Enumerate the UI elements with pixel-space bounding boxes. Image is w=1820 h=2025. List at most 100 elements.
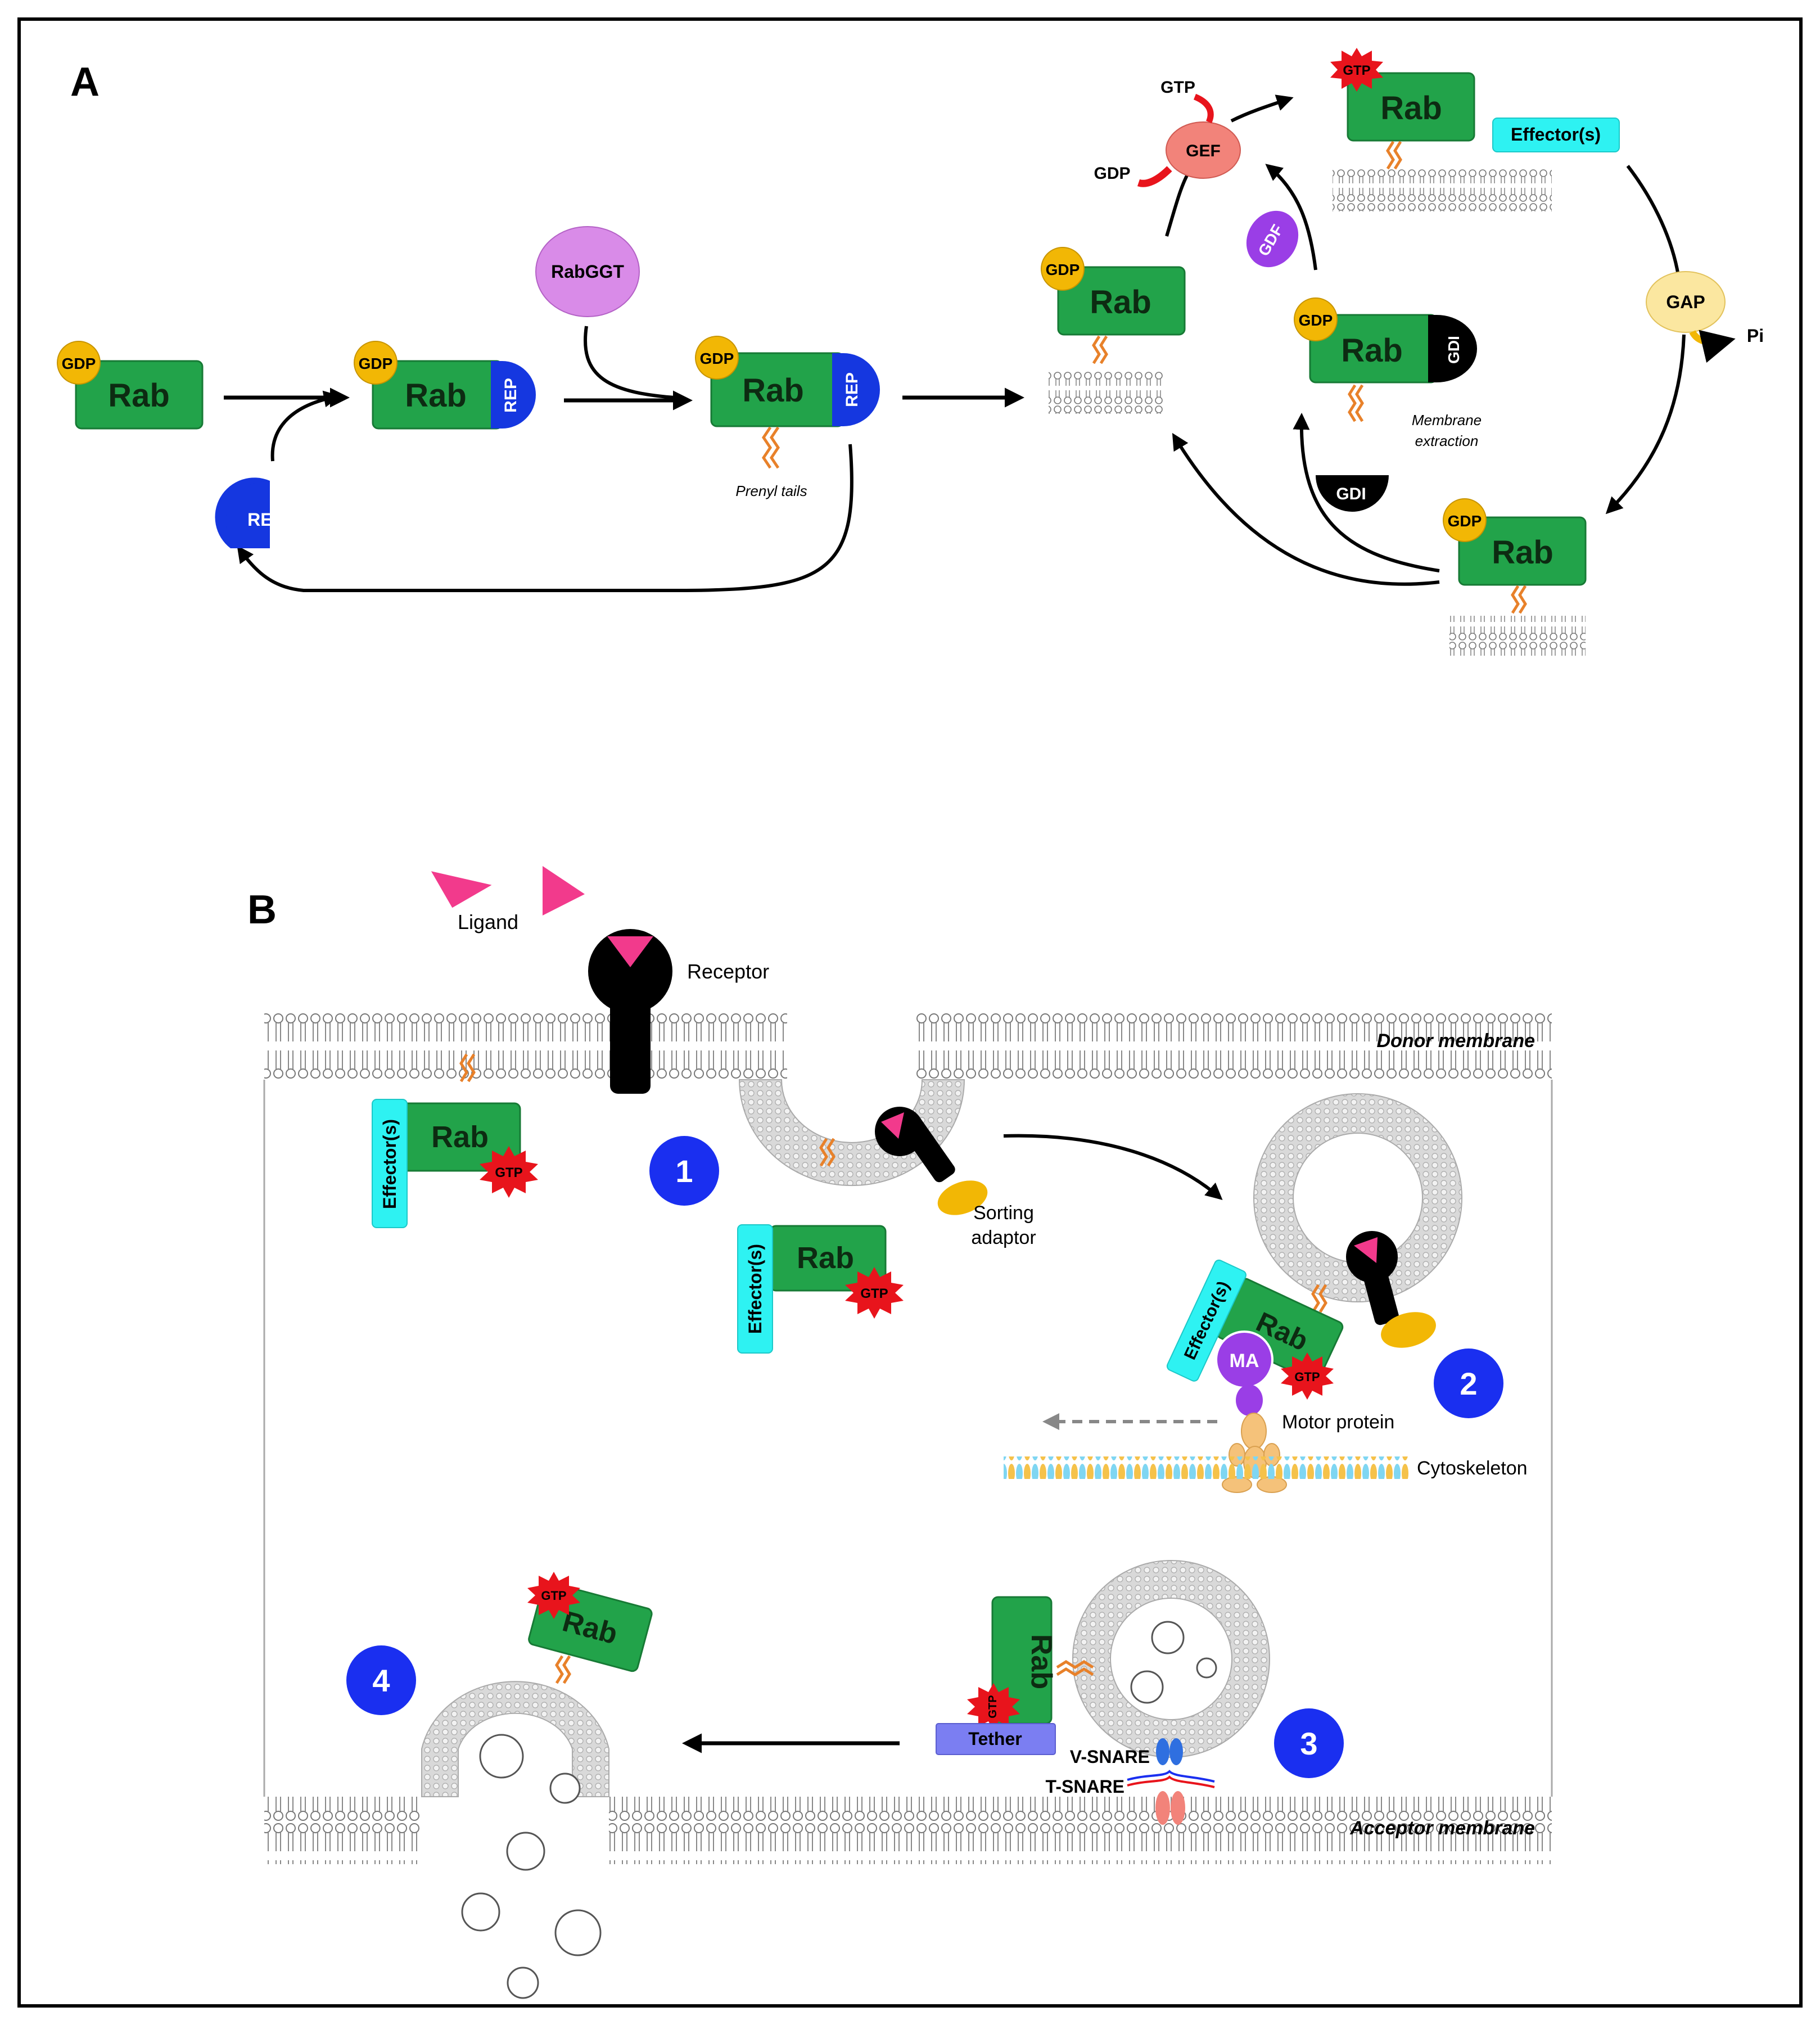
svg-text:GAP: GAP (1666, 292, 1705, 312)
svg-text:2: 2 (1460, 1366, 1477, 1401)
svg-text:REP: REP (247, 509, 284, 530)
rab-gtp-membrane: Rab GTP (1330, 48, 1552, 211)
snare-complex (1127, 1738, 1215, 1825)
svg-text:REP: REP (843, 372, 861, 407)
svg-text:GEF: GEF (1186, 142, 1221, 160)
cytoskeleton-label: Cytoskeleton (1417, 1458, 1528, 1479)
svg-text:Rab: Rab (1090, 284, 1151, 321)
rab-tether: Rab GTP Tether (936, 1596, 1094, 1755)
svg-text:GTP: GTP (495, 1165, 522, 1180)
receptor-label: Receptor (687, 960, 769, 983)
acceptor-membrane-left (264, 1797, 422, 1864)
donor-membrane-right (915, 1012, 1552, 1080)
arrow-rep-return (237, 444, 853, 592)
svg-text:GDP: GDP (1448, 512, 1482, 530)
t-snare-label: T-SNARE (1046, 1776, 1124, 1797)
svg-text:GTP: GTP (1343, 63, 1370, 78)
vesicle-step-2 (1253, 1093, 1462, 1313)
svg-text:GDP: GDP (359, 355, 393, 372)
membrane-extraction-label-1: Membrane (1412, 412, 1482, 429)
donor-membrane-left (264, 1012, 787, 1080)
svg-text:GTP: GTP (987, 1695, 999, 1718)
receptor-in-vesicle (875, 1107, 988, 1215)
svg-text:GDI: GDI (1445, 336, 1462, 364)
panel-b-label: B (247, 887, 277, 932)
rab-gtp-fusion: Rab GTP (527, 1572, 653, 1684)
rab-gdp-free: Rab GDP (57, 341, 204, 430)
svg-text:GTP: GTP (541, 1589, 566, 1603)
ligand-2 (543, 866, 585, 915)
rab-rep-prenylated: Rab REP GDP (695, 336, 880, 469)
arrow-gef-to-rab-gtp (1230, 94, 1294, 123)
released-cargo (461, 1734, 602, 1999)
donor-membrane-label: Donor membrane (1377, 1030, 1536, 1052)
vesicle-step-3 (1072, 1560, 1270, 1758)
v-snare-label: V-SNARE (1070, 1747, 1150, 1767)
sorting-adaptor-label-1: Sorting (973, 1202, 1034, 1224)
gdp-release-arrow (1137, 166, 1172, 187)
figure-border (17, 17, 1803, 2008)
effector-a: Effector(s) (1492, 118, 1620, 152)
arrow-to-gap (1626, 165, 1680, 276)
pi-release-arrow (1689, 330, 1736, 363)
svg-text:Effector(s): Effector(s) (380, 1119, 400, 1209)
svg-text:Effector(s): Effector(s) (745, 1244, 765, 1334)
svg-text:GDI: GDI (1336, 485, 1366, 503)
pi-label: Pi (1747, 326, 1764, 346)
svg-text:Rab: Rab (405, 377, 467, 414)
rab-gdp-membrane: Rab GDP (1041, 247, 1186, 414)
svg-text:1: 1 (675, 1153, 693, 1189)
gdf-enzyme: GDF (1246, 210, 1299, 268)
step-3-marker: 3 (1274, 1708, 1344, 1778)
arrow-gap-to-rab-gdp (1605, 334, 1686, 515)
arrow-gdi-to-gdf (1265, 164, 1317, 270)
svg-text:GDP: GDP (1046, 261, 1080, 278)
gef-enzyme: GEF (1166, 121, 1241, 179)
receptor (588, 929, 672, 1094)
svg-text:Tether: Tether (968, 1729, 1022, 1749)
arrow-step1-to-step2 (1003, 1134, 1223, 1200)
acceptor-membrane-right (609, 1797, 1552, 1864)
rab-gdp-membrane-inactive: Rab GDP (1443, 498, 1587, 659)
svg-text:Rab: Rab (431, 1120, 489, 1154)
svg-text:GDP: GDP (1299, 312, 1333, 329)
step-4-marker: 4 (346, 1645, 416, 1715)
svg-text:4: 4 (372, 1663, 390, 1698)
svg-text:GTP: GTP (1294, 1370, 1320, 1384)
arrow-rep-reload (270, 390, 341, 462)
arrow-rabggt (584, 326, 684, 400)
step-2-marker: 2 (1434, 1349, 1503, 1418)
panel-a-label: A (70, 60, 100, 105)
rep-free: REP (215, 477, 284, 548)
rab-effector-donor: Rab Effector(s) GTP (372, 1053, 538, 1228)
svg-text:Effector(s): Effector(s) (1511, 124, 1601, 145)
rab-rep-complex: Rab REP GDP (354, 341, 536, 430)
svg-text:Rab: Rab (1341, 332, 1403, 369)
svg-text:Rab: Rab (1380, 90, 1442, 127)
svg-text:GDP: GDP (700, 350, 734, 367)
svg-text:Rab: Rab (1025, 1634, 1058, 1689)
gtp-star-step2: GTP (1281, 1352, 1334, 1400)
ligand-label: Ligand (458, 910, 518, 933)
rab-effector-motor: Rab Effector(s) (1166, 1259, 1344, 1382)
arrow-cycle-to-gef (1165, 170, 1191, 237)
svg-text:Rab: Rab (108, 377, 170, 414)
fusing-vesicle (421, 1681, 609, 1797)
gap-enzyme: GAP (1646, 271, 1726, 333)
gtp-entry-arrow (1193, 93, 1214, 124)
membrane-extraction-label-2: extraction (1415, 432, 1479, 449)
svg-text:3: 3 (1300, 1726, 1317, 1761)
svg-text:GTP: GTP (860, 1286, 888, 1301)
motor-protein-label: Motor protein (1282, 1411, 1394, 1433)
gef-gtp-label: GTP (1160, 78, 1195, 97)
sorting-adaptor-label-2: adaptor (971, 1227, 1036, 1248)
acceptor-membrane-label: Acceptor membrane (1349, 1817, 1535, 1839)
budding-vesicle (738, 1079, 965, 1187)
svg-text:Rab: Rab (797, 1241, 854, 1275)
receptor-vesicle-2 (1346, 1231, 1436, 1348)
svg-text:RabGGT: RabGGT (551, 261, 624, 282)
arrow-recycle-to-membrane (1172, 432, 1440, 586)
svg-text:MA: MA (1230, 1350, 1259, 1372)
ma-adaptor: MA (1215, 1331, 1273, 1389)
